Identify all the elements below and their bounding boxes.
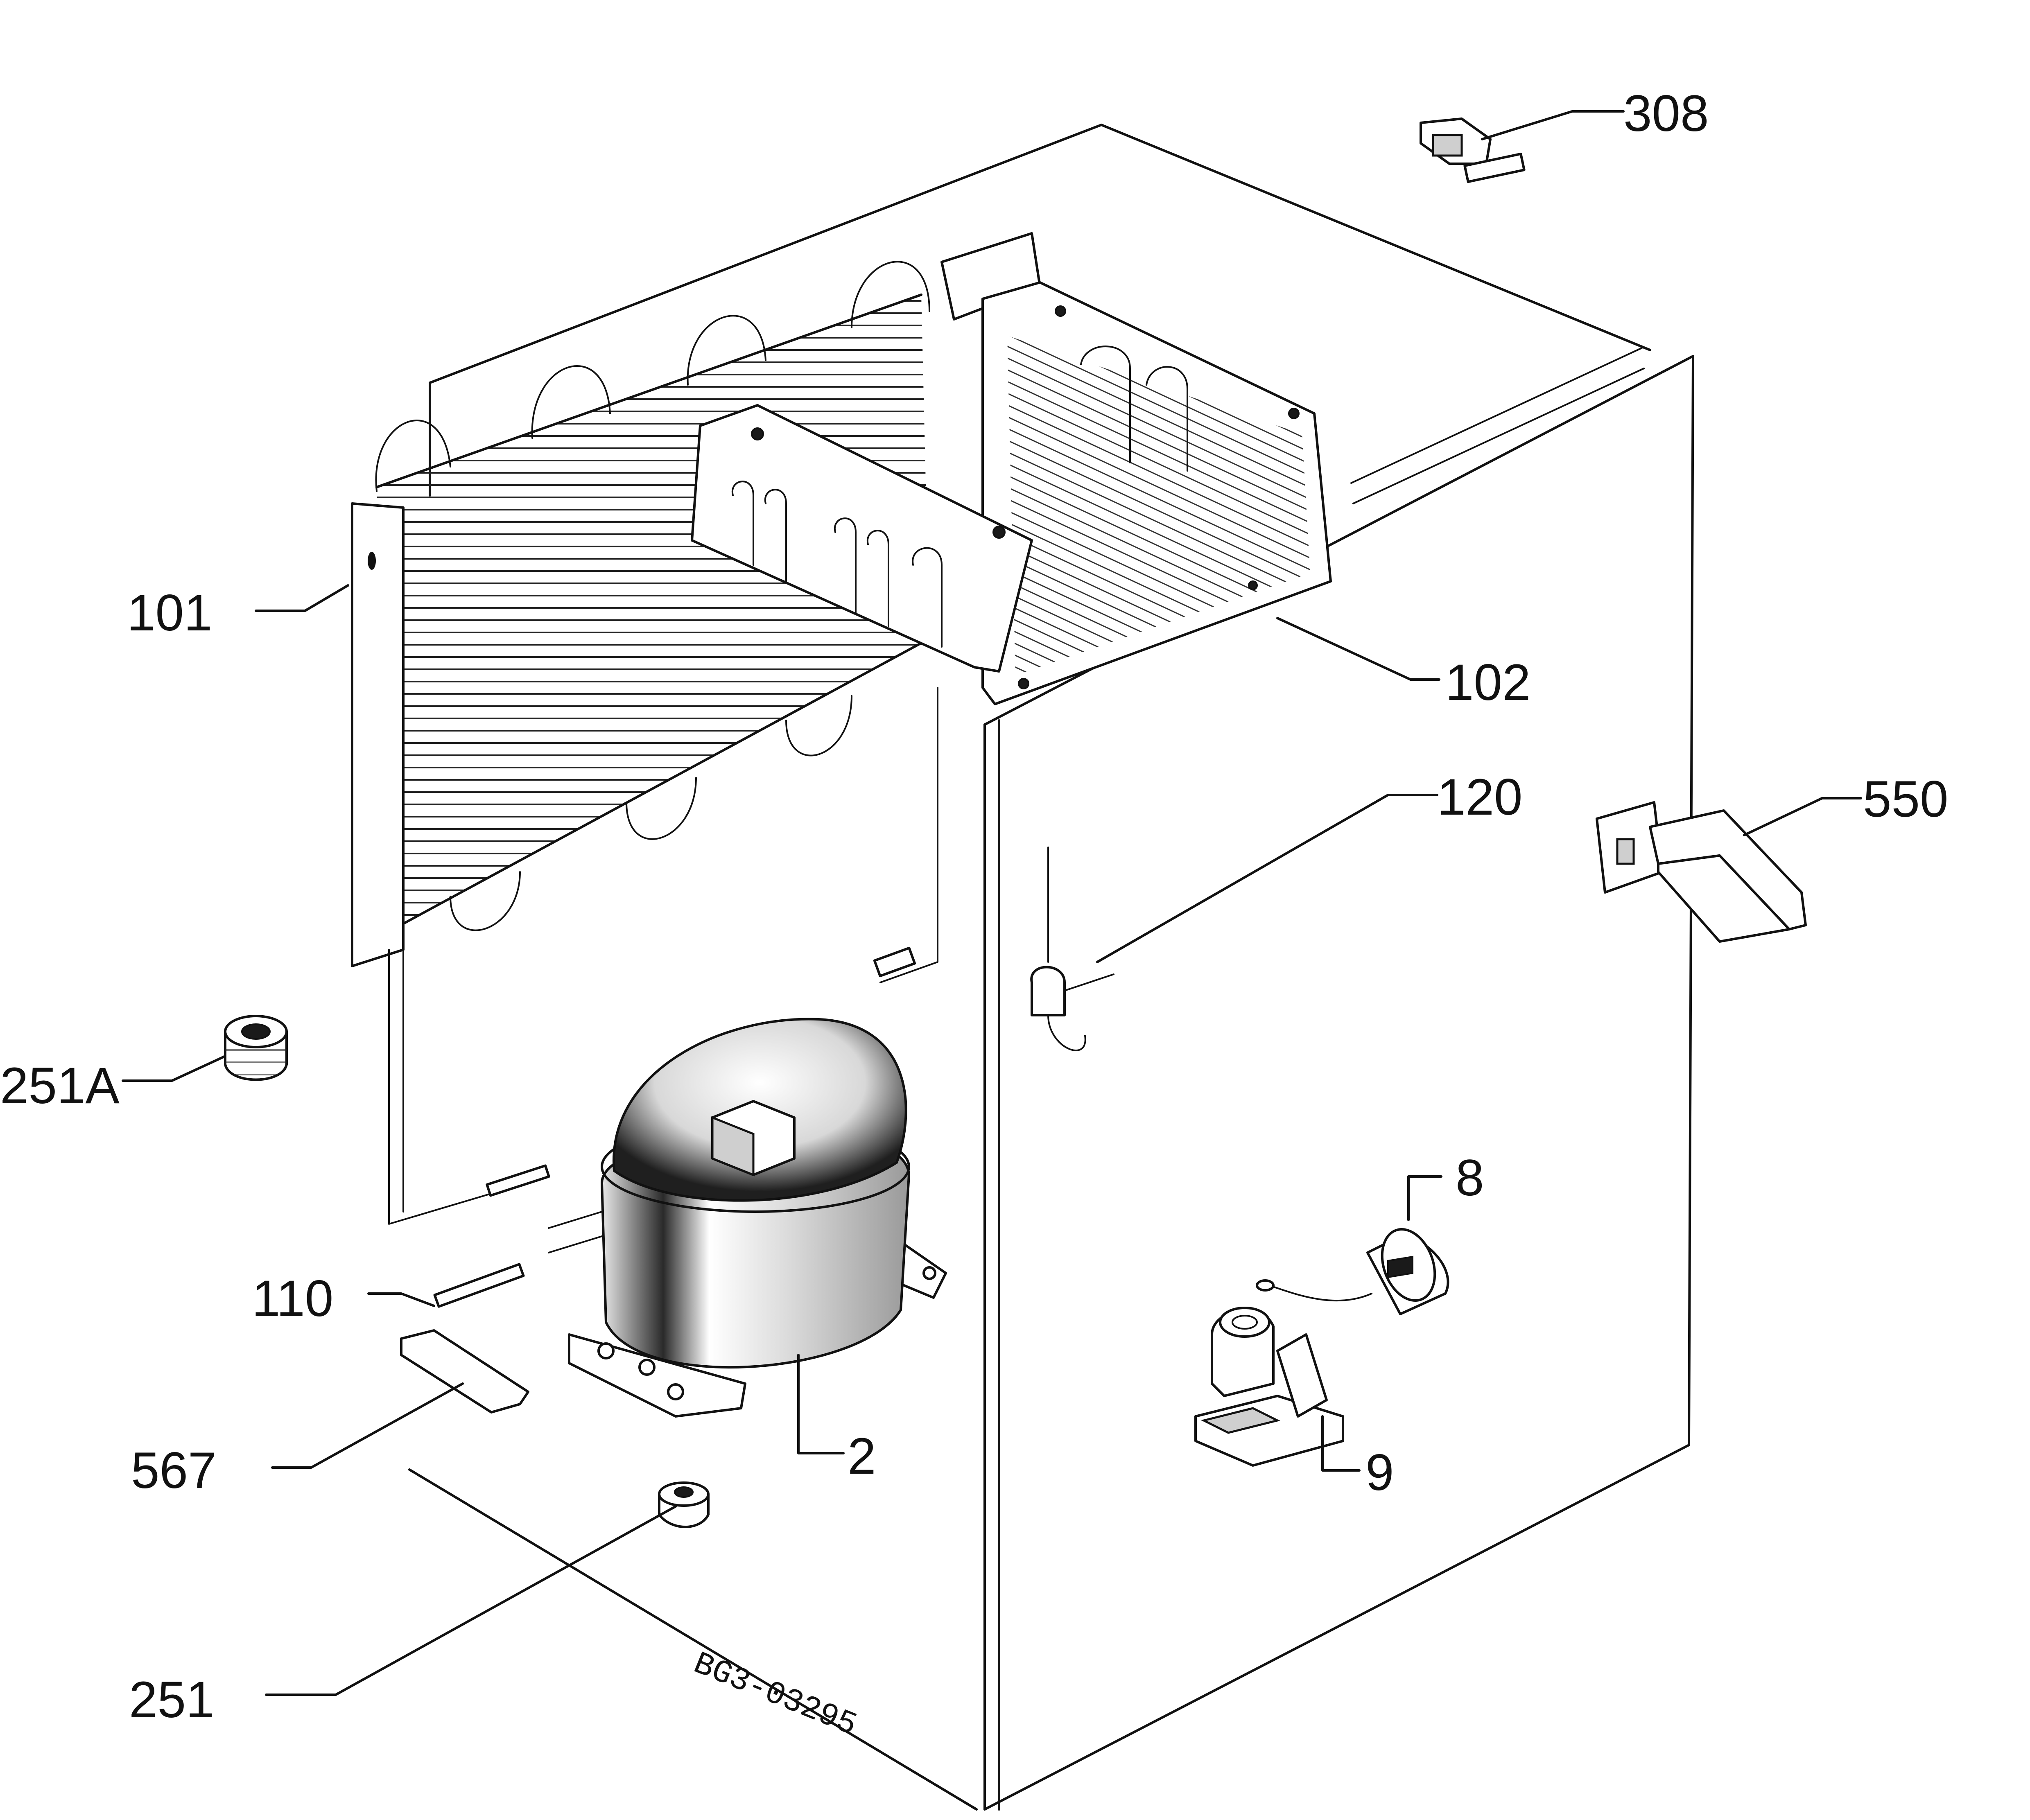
callout-9: 9 (1365, 1444, 1394, 1501)
callout-120: 120 (1437, 769, 1523, 826)
callout-308: 308 (1623, 85, 1709, 142)
callout-110: 110 (252, 1270, 333, 1327)
start-relay (1256, 1228, 1449, 1315)
overload-protector (1194, 1307, 1344, 1467)
thermostat-capillary (1030, 847, 1114, 1052)
callout-8: 8 (1456, 1149, 1484, 1206)
leader-101 (255, 584, 349, 612)
leader-8 (1407, 1175, 1442, 1221)
rubber-sleeve (224, 1015, 288, 1081)
leader-567 (271, 1382, 464, 1469)
callout-550: 550 (1863, 771, 1949, 828)
callout-251A: 251A (0, 1057, 120, 1114)
compressor (486, 1018, 947, 1418)
leader-110 (367, 1292, 435, 1307)
callout-567: 567 (131, 1442, 217, 1499)
leader-102 (1276, 617, 1440, 681)
callout-labels: 308 101 102 120 550 251A 8 110 9 2 567 2… (0, 85, 1949, 1728)
channel-bracket (1596, 801, 1807, 943)
leader-2 (797, 1354, 845, 1454)
callout-2: 2 (848, 1428, 876, 1485)
leader-550 (1743, 797, 1862, 836)
mounting-strip (400, 1329, 529, 1414)
callout-102: 102 (1445, 654, 1531, 711)
leader-251A (122, 1055, 226, 1082)
condenser-tube-loops (375, 261, 930, 931)
evaporator-tube-grooves (731, 345, 1188, 648)
evaporator-tray (691, 232, 1332, 705)
drawing-code: BG3-03295 (688, 1646, 862, 1744)
callout-101: 101 (127, 585, 212, 641)
process-tube (433, 1263, 525, 1308)
callout-251: 251 (129, 1671, 215, 1728)
leader-251 (265, 1505, 677, 1696)
leader-308 (1481, 110, 1625, 140)
leader-120 (1096, 794, 1438, 963)
hinge-bracket (1420, 117, 1526, 183)
leader-lines (122, 110, 1862, 1696)
rubber-foot (658, 1481, 710, 1528)
leader-9 (1321, 1415, 1361, 1472)
